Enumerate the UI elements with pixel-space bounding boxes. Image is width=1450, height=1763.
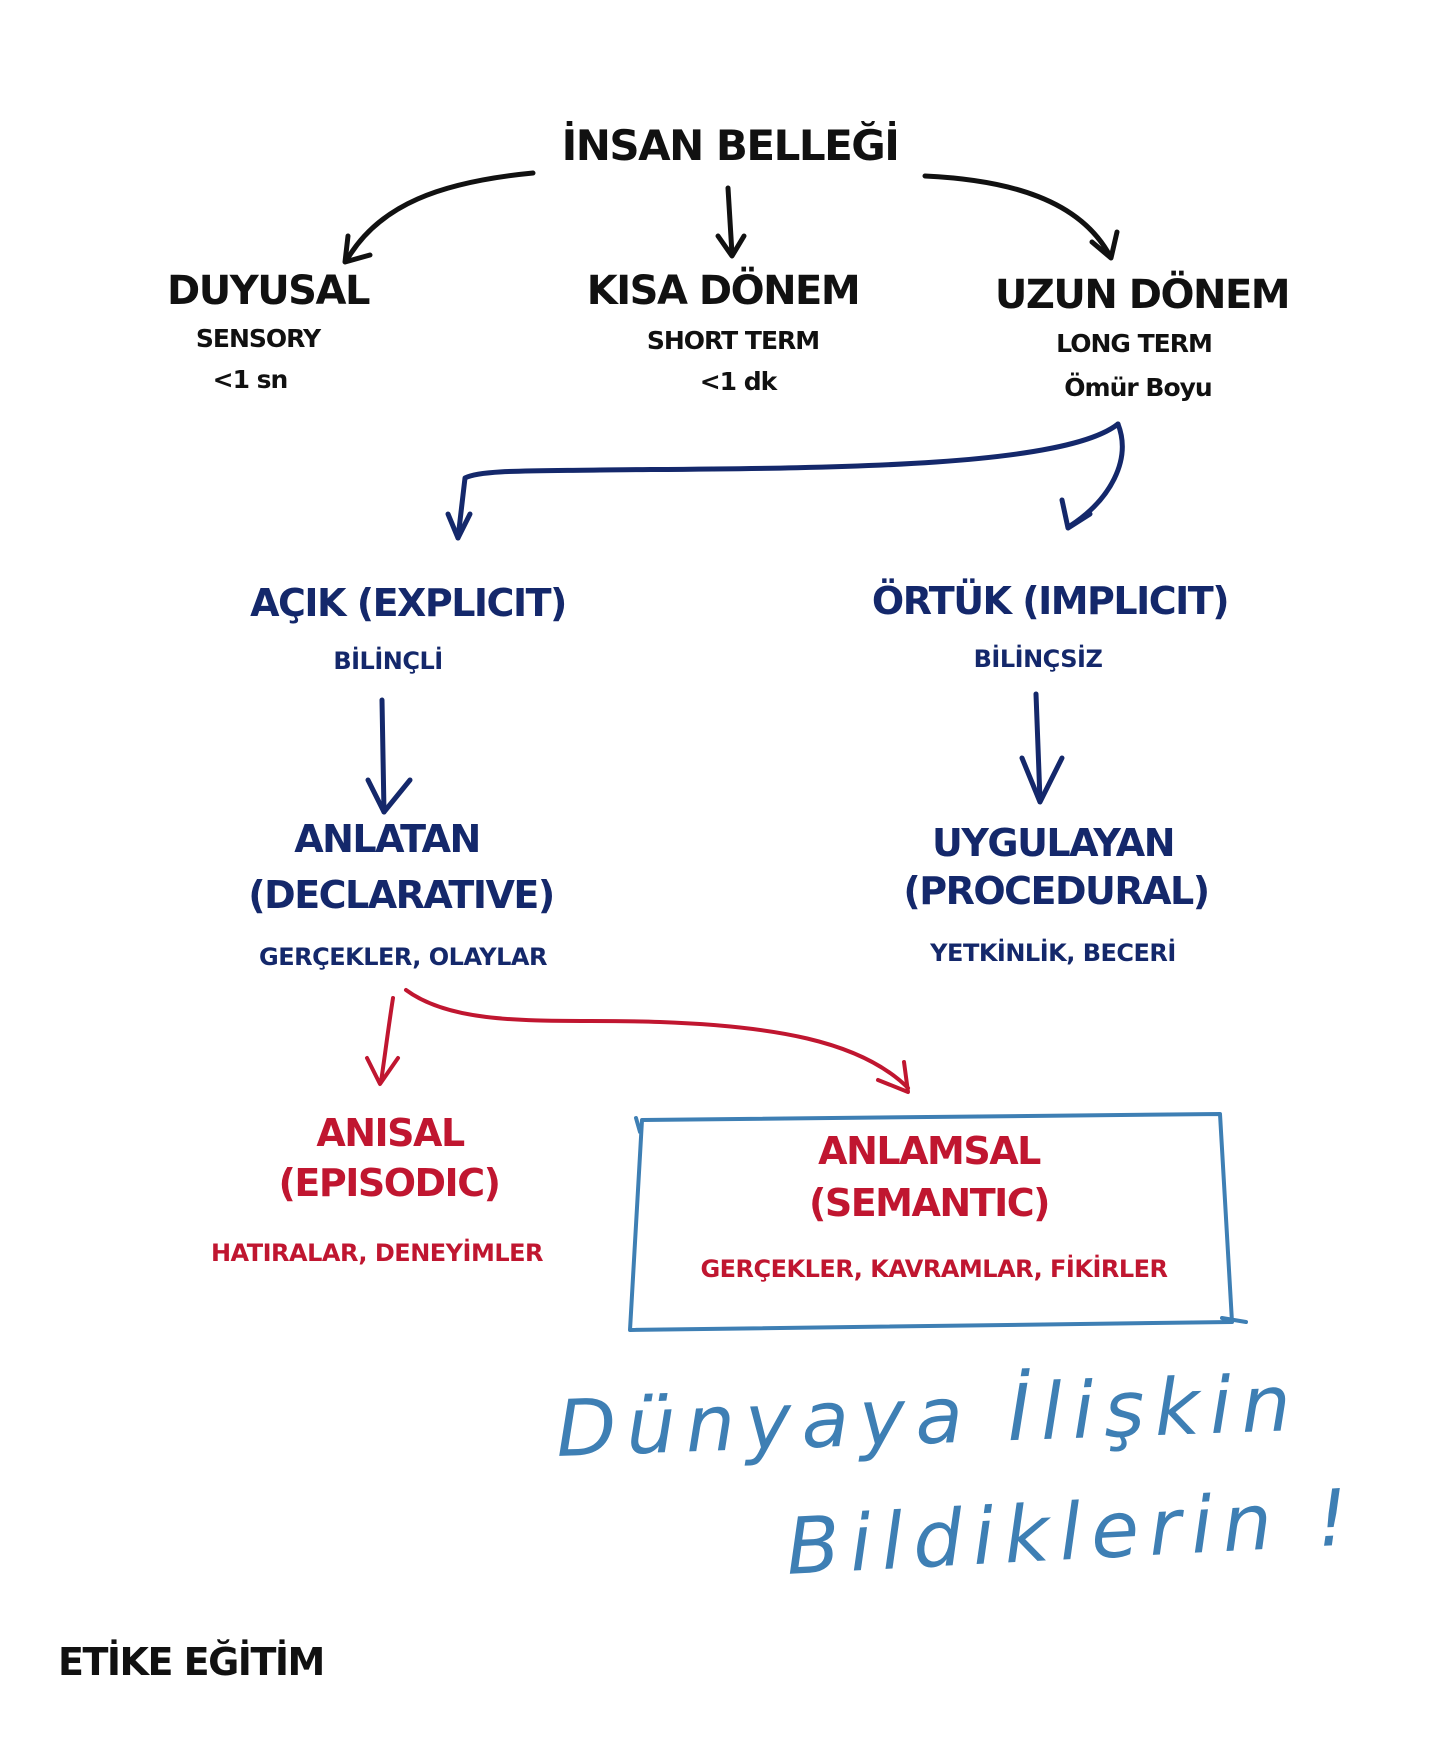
- procedural-title: UYGULAYAN: [932, 821, 1176, 865]
- root-title: İNSAN BELLEĞİ: [561, 121, 900, 170]
- arrow-to-semantic: [404, 988, 910, 1090]
- short-term-title: KISA DÖNEM: [586, 268, 861, 314]
- semantic-subtitle: GERÇEKLER, KAVRAMLAR, FİKİRLER: [700, 1255, 1168, 1283]
- long-term-subtitle: LONG TERM: [1056, 329, 1213, 358]
- long-term-duration: Ömür Boyu: [1064, 373, 1212, 402]
- short-term-duration: <1 dk: [699, 367, 778, 396]
- implicit-subtitle: BİLİNÇSİZ: [973, 645, 1103, 673]
- episodic-title: ANISAL: [316, 1111, 465, 1155]
- short-term-subtitle: SHORT TERM: [646, 326, 820, 355]
- arrow-to-implicit: [1067, 421, 1125, 529]
- episodic-title-en: (EPISODIC): [278, 1161, 501, 1205]
- arrowhead-sensory: [342, 233, 373, 265]
- procedural-subtitle: YETKİNLİK, BECERİ: [930, 939, 1176, 967]
- sensory-duration: <1 sn: [212, 365, 289, 394]
- semantic-title-en: (SEMANTIC): [808, 1181, 1051, 1225]
- episodic-subtitle: HATIRALAR, DENEYİMLER: [210, 1239, 544, 1267]
- declarative-title-en: (DECLARATIVE): [248, 873, 555, 917]
- brand-logo: ETİKE EĞİTİM: [58, 1640, 325, 1684]
- semantic-title: ANLAMSAL: [818, 1129, 1041, 1173]
- arrowhead-semantic: [876, 1060, 910, 1094]
- long-term-title: UZUN DÖNEM: [994, 272, 1291, 318]
- arrowhead-implicit: [1059, 497, 1093, 531]
- arrow-to-declarative: [379, 697, 387, 815]
- explicit-title: AÇIK (EXPLICIT): [250, 581, 567, 625]
- sensory-title: DUYUSAL: [167, 268, 370, 314]
- explicit-subtitle: BİLİNÇLİ: [333, 647, 443, 675]
- arrowhead-short-term: [715, 233, 747, 259]
- declarative-title: ANLATAN: [294, 817, 481, 861]
- semantic-box: [628, 1112, 1248, 1332]
- arrowhead-episodic: [365, 1056, 400, 1086]
- procedural-title-en: (PROCEDURAL): [903, 869, 1210, 913]
- arrow-to-long-term: [922, 173, 1113, 259]
- arrow-to-episodic: [379, 996, 395, 1084]
- sensory-subtitle: SENSORY: [195, 324, 321, 353]
- implicit-title: ÖRTÜK (IMPLICIT): [871, 579, 1230, 623]
- arrowhead-explicit: [445, 511, 473, 541]
- arrow-to-procedural: [1033, 691, 1043, 803]
- arrowhead-declarative: [365, 777, 413, 815]
- arrow-to-short-term: [725, 185, 735, 257]
- arrow-to-sensory: [345, 170, 536, 261]
- arrowhead-long-term: [1089, 229, 1120, 261]
- declarative-subtitle: GERÇEKLER, OLAYLAR: [259, 943, 547, 971]
- arrowhead-procedural: [1019, 755, 1065, 805]
- arrow-to-explicit: [455, 421, 1121, 541]
